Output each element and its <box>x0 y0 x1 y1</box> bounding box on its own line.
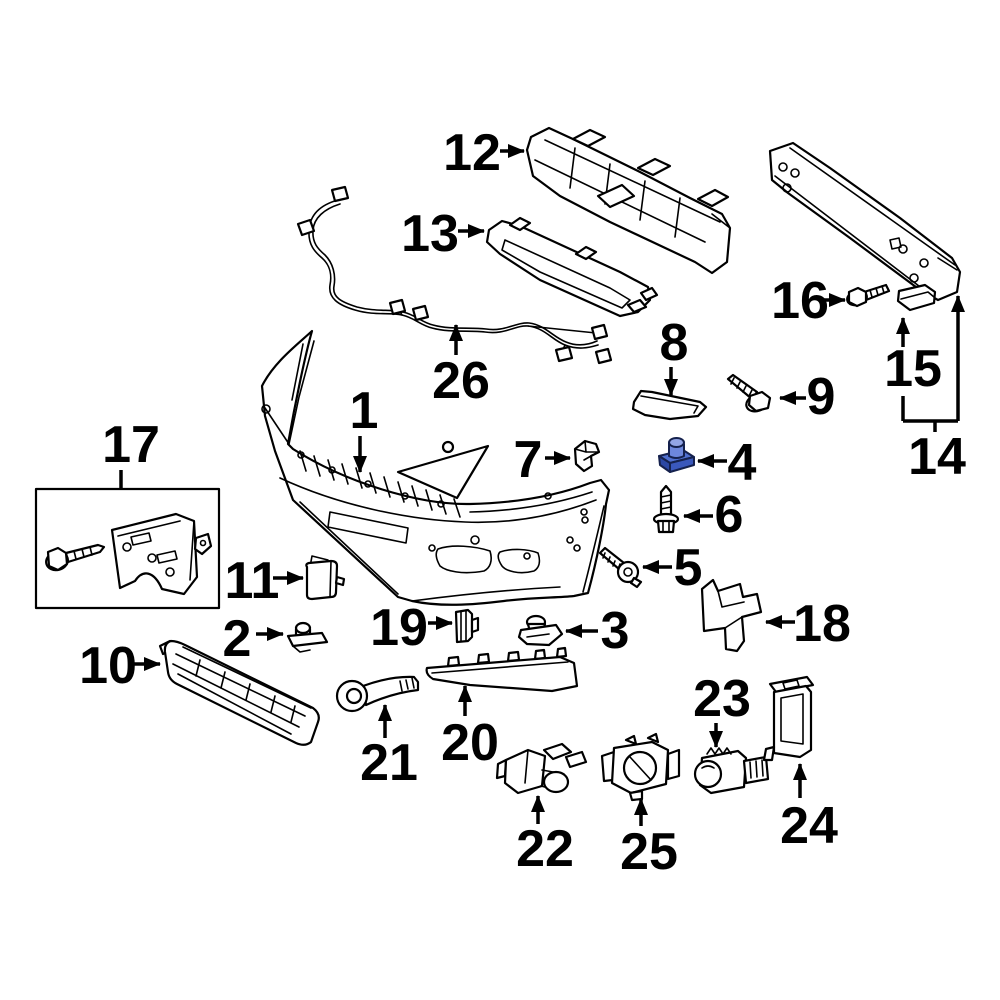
part-spacer-pad <box>896 283 937 312</box>
callout-12: 12 <box>443 124 525 182</box>
callout-7-label: 7 <box>514 431 543 489</box>
callout-13: 13 <box>401 205 485 263</box>
callout-15-label: 15 <box>884 340 942 398</box>
callout-24: 24 <box>780 763 838 855</box>
callout-5: 5 <box>642 539 703 597</box>
part-park-sensor-23 <box>693 747 770 795</box>
part-tow-hook <box>335 675 420 713</box>
part-clip-3 <box>517 614 564 647</box>
highlight-base-right <box>669 456 695 473</box>
callout-3-label: 3 <box>601 602 630 660</box>
callout-8: 8 <box>660 314 689 396</box>
part-energy-absorber <box>525 126 732 275</box>
callout-13-label: 13 <box>401 205 459 263</box>
callout-20: 20 <box>441 685 499 772</box>
callout-9-label: 9 <box>807 368 836 426</box>
part-lower-grille <box>158 639 320 746</box>
callout-1: 1 <box>350 382 379 473</box>
part-lower-absorber-panel <box>485 216 659 318</box>
callout-2-label: 2 <box>223 610 252 668</box>
callout-6-label: 6 <box>715 486 744 544</box>
callout-16: 16 <box>771 272 846 330</box>
callout-15: 15 <box>884 317 942 421</box>
part-sensor-retainer-25 <box>600 732 681 802</box>
part-clip-2 <box>286 621 329 653</box>
callout-14-label: 14 <box>908 428 966 486</box>
part-side-support-20 <box>425 646 579 693</box>
callout-5-label: 5 <box>674 539 703 597</box>
part-retainer-19 <box>454 608 480 644</box>
callout-4: 4 <box>697 434 757 492</box>
callout-24-label: 24 <box>780 797 838 855</box>
callout-25: 25 <box>620 798 678 881</box>
callout-9: 9 <box>779 368 836 426</box>
part-wire-harness <box>296 185 613 365</box>
callout-23: 23 <box>693 670 751 748</box>
callout-4-label: 4 <box>728 434 757 492</box>
callout-22-label: 22 <box>516 820 574 878</box>
callout-20-label: 20 <box>441 714 499 772</box>
callout-14: 14 <box>903 295 966 486</box>
callout-3: 3 <box>565 602 630 660</box>
callout-22: 22 <box>516 795 574 878</box>
callout-19: 19 <box>370 599 453 657</box>
highlight-cap-top <box>668 437 685 448</box>
callout-11-label: 11 <box>225 552 280 610</box>
part-license-bracket-kit <box>34 487 221 610</box>
part-screw-9 <box>726 373 772 413</box>
callout-8-label: 8 <box>660 314 689 372</box>
part-bolt-5 <box>598 546 643 589</box>
part-sensor-bracket-24 <box>762 675 815 762</box>
part-bolt-16 <box>846 283 891 308</box>
callout-18-label: 18 <box>793 595 851 653</box>
callout-11: 11 <box>225 552 304 610</box>
parts-layer <box>34 126 962 802</box>
callout-10-label: 10 <box>79 637 137 695</box>
callout-2: 2 <box>223 610 284 668</box>
callout-19-label: 19 <box>370 599 428 657</box>
callout-23-label: 23 <box>693 670 751 728</box>
part-clip-nut-highlighted <box>658 437 695 473</box>
callout-25-label: 25 <box>620 823 678 881</box>
callout-12-label: 12 <box>443 124 501 182</box>
callout-26-label: 26 <box>432 352 490 410</box>
callout-17: 17 <box>102 416 160 489</box>
callout-16-label: 16 <box>771 272 829 330</box>
part-side-bracket-18 <box>700 578 763 653</box>
part-molding-strip <box>631 389 708 421</box>
callouts-layer: 1 2 3 4 5 6 7 8 <box>79 124 966 881</box>
callout-7: 7 <box>514 431 571 489</box>
part-clip-7 <box>573 439 601 473</box>
callout-21-label: 21 <box>360 734 418 792</box>
callout-17-label: 17 <box>102 416 160 474</box>
callout-26: 26 <box>432 324 490 410</box>
part-tow-hook-cover <box>305 559 346 601</box>
callout-10: 10 <box>79 637 161 695</box>
part-park-sensor-22 <box>495 742 588 795</box>
callout-18: 18 <box>765 595 851 653</box>
part-bumper-reinforcement <box>768 141 962 302</box>
part-bumper-cover <box>260 329 611 606</box>
callout-6: 6 <box>683 486 744 544</box>
callout-1-label: 1 <box>350 382 379 440</box>
callout-21: 21 <box>360 704 418 792</box>
part-screw-6 <box>652 484 680 534</box>
